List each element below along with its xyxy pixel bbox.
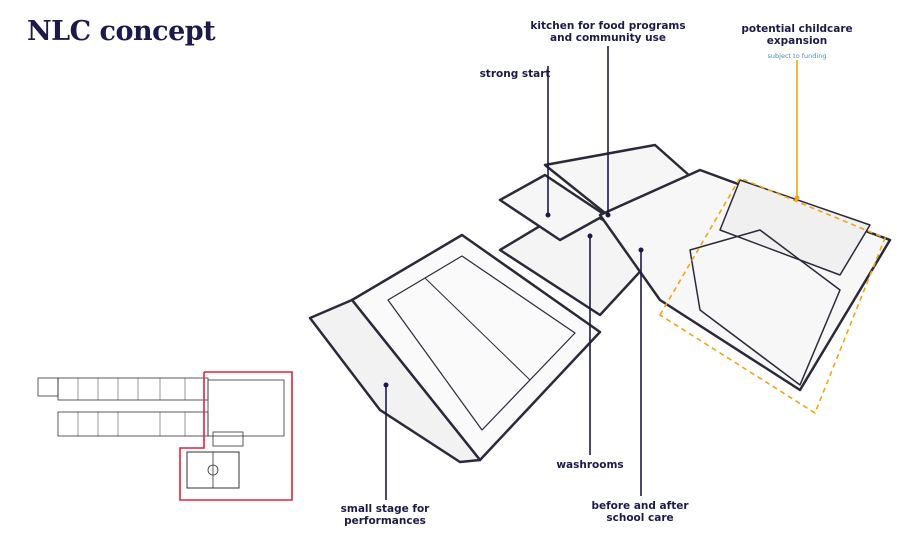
stage-wing xyxy=(308,298,482,464)
label-childcare-note: subject to funding xyxy=(767,52,827,60)
label-kitchen-line1: kitchen for food programs xyxy=(530,20,686,32)
label-before-after-line2: school care xyxy=(606,512,674,524)
label-kitchen: kitchen for food programs and community … xyxy=(530,20,685,44)
label-before-after-line1: before and after xyxy=(591,500,689,512)
label-stage-line2: performances xyxy=(344,515,426,527)
page-title: NLC concept xyxy=(27,16,216,47)
project-area-highlight xyxy=(179,371,293,501)
label-before-after-care: before and after school care xyxy=(591,500,688,524)
label-childcare-line1: potential childcare xyxy=(741,23,853,35)
label-stage-line1: small stage for xyxy=(340,503,430,515)
label-strong-start: strong start xyxy=(479,68,551,80)
label-small-stage: small stage for performances xyxy=(341,503,430,527)
label-kitchen-line2: and community use xyxy=(550,32,666,44)
childcare-boundary xyxy=(658,176,887,415)
label-childcare-line2: expansion xyxy=(766,35,828,47)
label-washrooms: washrooms xyxy=(556,459,624,471)
floor-plan-thumbnail xyxy=(37,377,285,489)
label-childcare: potential childcare expansion subject to… xyxy=(741,23,852,62)
